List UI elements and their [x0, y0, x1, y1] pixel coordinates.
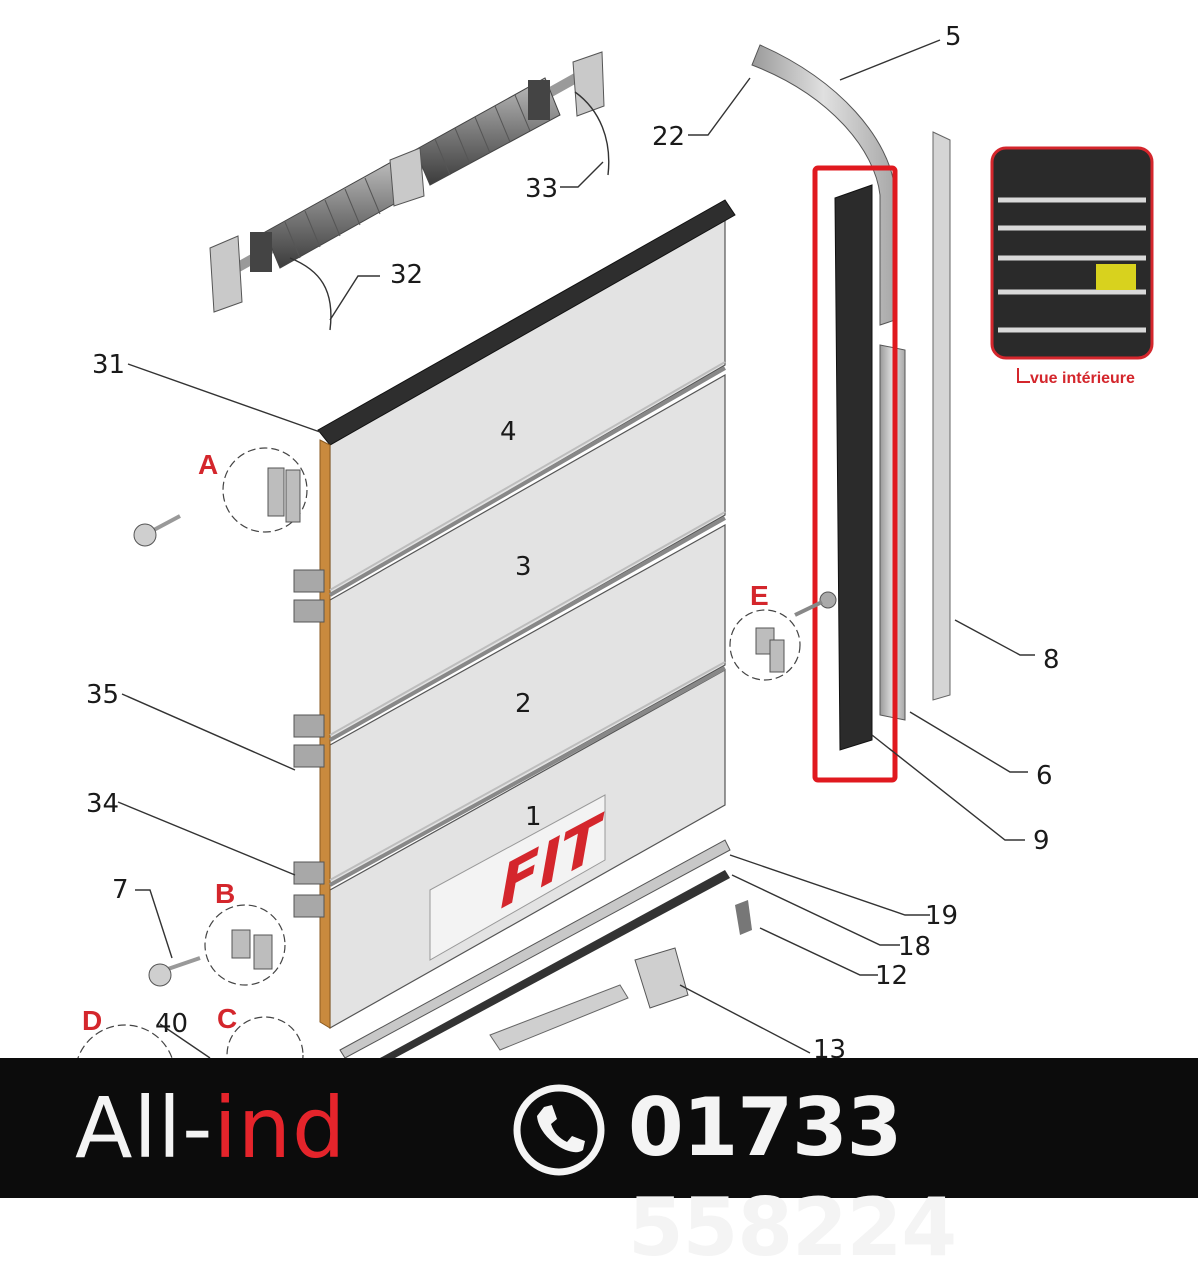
- callout-12: 12: [875, 961, 908, 991]
- torsion-spring-assembly: [209, 51, 610, 331]
- brand-logo: All-ind: [75, 1080, 346, 1176]
- detail-letter-c: C: [217, 1003, 237, 1034]
- callout-18: 18: [898, 932, 931, 962]
- callout-35: 35: [86, 680, 119, 710]
- phone-icon: [513, 1084, 605, 1176]
- callout-9: 9: [1033, 826, 1050, 856]
- callout-33: 33: [525, 174, 558, 204]
- exploded-parts-diagram: FIT: [77, 22, 1154, 1058]
- callout-22: 22: [652, 122, 685, 152]
- brand-text-red: ind: [213, 1079, 347, 1177]
- rollers: [133, 514, 201, 987]
- bottom-rails: [339, 839, 752, 1058]
- callout-8: 8: [1043, 645, 1060, 675]
- callout-19: 19: [925, 901, 958, 931]
- highlight-box: [812, 165, 898, 783]
- detail-letter-d: D: [82, 1005, 102, 1036]
- callout-34: 34: [86, 789, 119, 819]
- inset-caption: vue intérieure: [1030, 370, 1135, 387]
- vertical-tracks: [751, 44, 951, 783]
- detail-letters: A B C D E: [82, 449, 769, 1036]
- callout-6: 6: [1036, 761, 1053, 791]
- panel-label-2: 2: [515, 689, 532, 719]
- detail-letter-e: E: [750, 580, 769, 611]
- callout-31: 31: [92, 350, 125, 380]
- callout-40: 40: [155, 1009, 188, 1039]
- detail-letter-a: A: [198, 449, 218, 480]
- callout-32: 32: [390, 260, 423, 290]
- panel-label-3: 3: [515, 552, 532, 582]
- footer-banner: All-ind 01733 558224: [0, 1058, 1198, 1274]
- brand-text-white: All-: [75, 1079, 214, 1177]
- callout-5: 5: [945, 22, 962, 52]
- detail-letter-b: B: [215, 878, 235, 909]
- callout-13: 13: [813, 1035, 846, 1058]
- panel-label-1: 1: [525, 802, 542, 832]
- detail-circles: [77, 447, 801, 1058]
- phone-number[interactable]: 01733 558224: [628, 1081, 957, 1274]
- callout-numbers: 5 22 33 32 31 35 34 7 40 8 6 9 19 18 12 …: [86, 22, 1060, 1058]
- interior-view-inset: vue intérieure: [990, 146, 1154, 387]
- callout-7: 7: [112, 875, 129, 905]
- door-panels: FIT: [293, 199, 736, 1030]
- panel-label-4: 4: [500, 417, 517, 447]
